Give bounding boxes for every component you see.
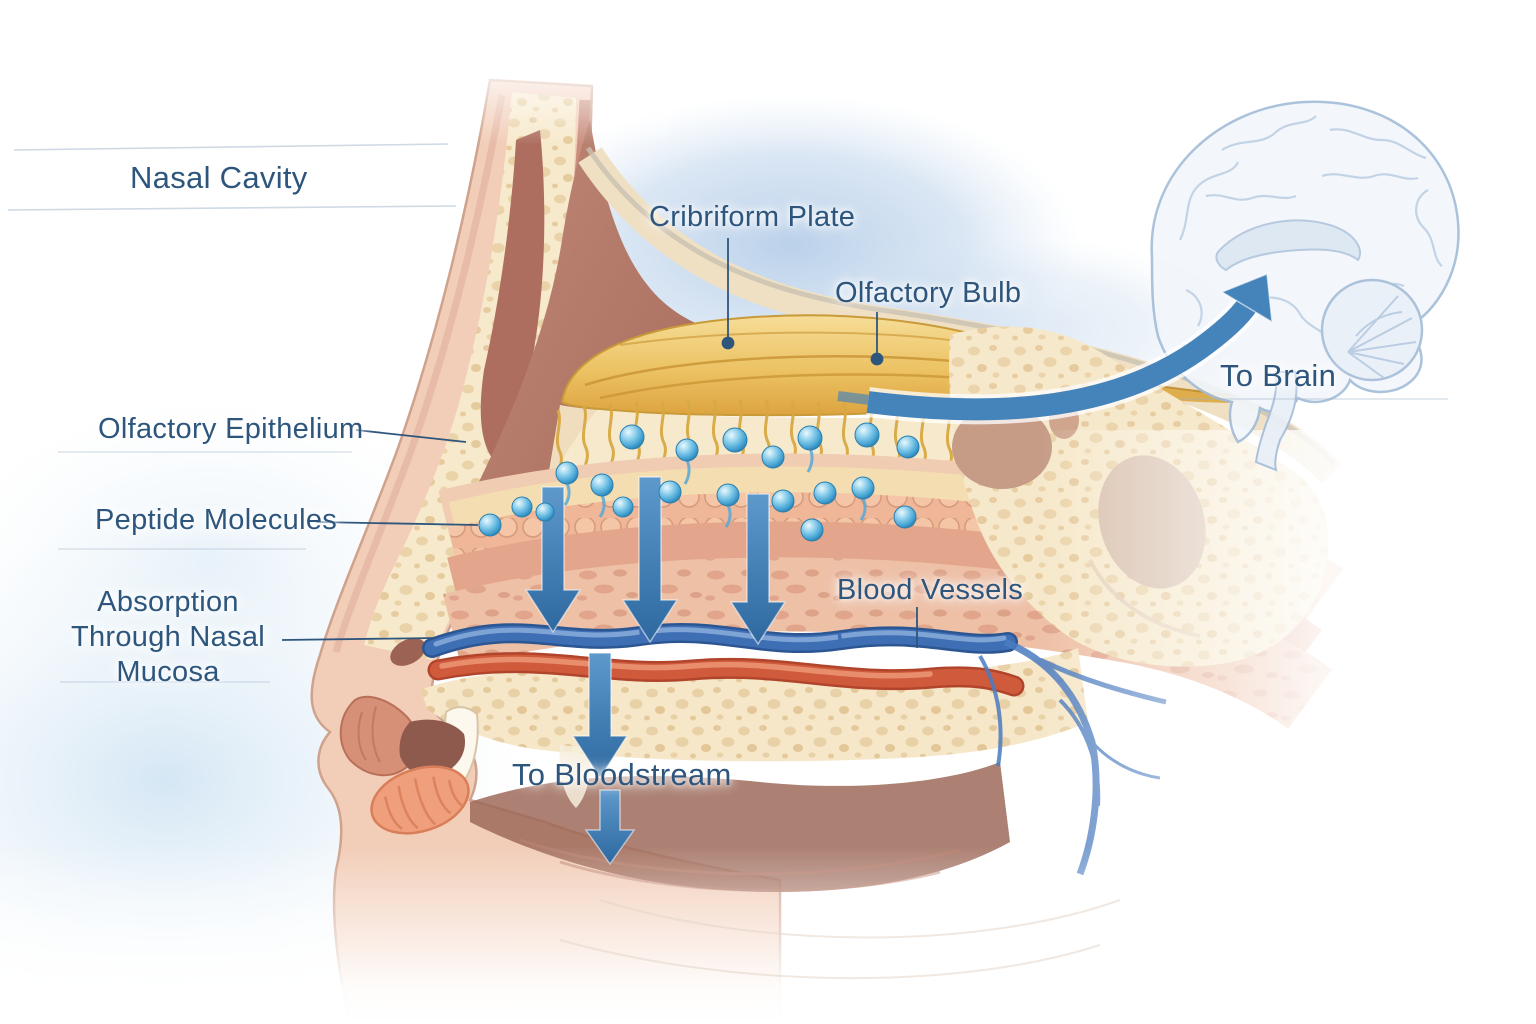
cerebellum bbox=[1320, 278, 1424, 382]
label-absorption-through-nasal-mucosa: Absorption Through Nasal Mucosa bbox=[70, 586, 266, 688]
peptide-sphere bbox=[478, 422, 920, 542]
divider-rules bbox=[7, 143, 1448, 683]
leader-lines bbox=[281, 238, 918, 648]
blood-vessels-group bbox=[422, 622, 1167, 876]
tissue-contours bbox=[559, 899, 1121, 980]
down-arrow bbox=[571, 652, 629, 780]
bottom-fade bbox=[0, 845, 1536, 1024]
lip bbox=[370, 765, 470, 835]
label-nasal-cavity: Nasal Cavity bbox=[130, 160, 308, 195]
down-arrow bbox=[729, 493, 787, 646]
label-to-brain: To Brain bbox=[1220, 358, 1337, 393]
nostril-opening bbox=[399, 719, 466, 776]
top-fade bbox=[430, 55, 670, 145]
brainstem bbox=[1254, 371, 1298, 472]
label-to-bloodstream: To Bloodstream bbox=[512, 757, 732, 792]
label-olfactory-epithelium: Olfactory Epithelium bbox=[98, 413, 364, 445]
label-cribriform-plate: Cribriform Plate bbox=[649, 201, 856, 233]
label-peptide-molecules: Peptide Molecules bbox=[95, 504, 338, 536]
down-arrow bbox=[584, 789, 636, 866]
brain-illustration bbox=[1150, 100, 1460, 472]
peptide-molecules-group bbox=[478, 422, 920, 542]
to-brain-arrow bbox=[837, 272, 1273, 425]
absorption-arrows bbox=[524, 476, 787, 866]
label-blood-vessels: Blood Vessels bbox=[837, 574, 1024, 606]
label-olfactory-bulb: Olfactory Bulb bbox=[835, 277, 1022, 309]
